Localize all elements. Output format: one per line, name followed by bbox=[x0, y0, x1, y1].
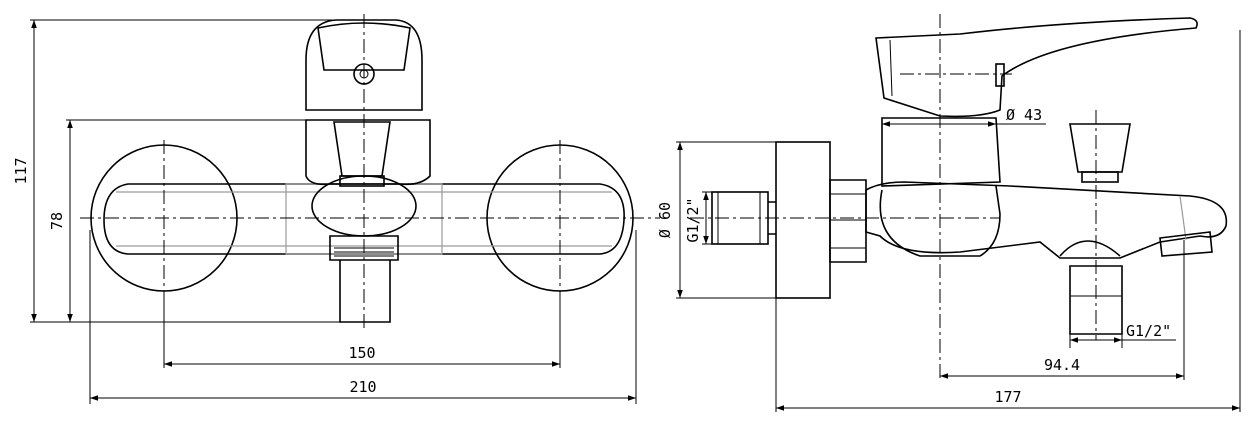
outlet-aerator bbox=[329, 235, 399, 261]
dim-117: 117 bbox=[12, 157, 30, 184]
dim-177: 177 bbox=[994, 388, 1021, 406]
dim-flange-dia: Ø 60 bbox=[656, 202, 674, 238]
side-view: Ø 60 G1/2" Ø 43 G1/2" 94.4 177 bbox=[656, 14, 1241, 412]
dim-inlet-thread: G1/2" bbox=[684, 197, 702, 242]
side-body bbox=[865, 181, 1228, 259]
dim-outlet-thread: G1/2" bbox=[1126, 322, 1171, 340]
side-lever-handle bbox=[875, 17, 1198, 118]
front-view: 117 78 150 210 bbox=[12, 14, 660, 404]
mixer-body bbox=[103, 183, 625, 255]
dim-150: 150 bbox=[348, 344, 375, 362]
dim-210: 210 bbox=[349, 378, 376, 396]
hex-nut bbox=[829, 179, 867, 263]
dim-94-4: 94.4 bbox=[1044, 356, 1080, 374]
dim-handle-dia: Ø 43 bbox=[1006, 106, 1042, 124]
lever-handle bbox=[305, 19, 423, 111]
side-diverter-knob bbox=[1069, 123, 1131, 173]
dim-78: 78 bbox=[48, 212, 66, 230]
valve-body bbox=[305, 119, 431, 186]
side-valve-body bbox=[881, 117, 1001, 187]
side-wall-flange bbox=[775, 141, 831, 299]
diverter-knob bbox=[333, 121, 391, 177]
